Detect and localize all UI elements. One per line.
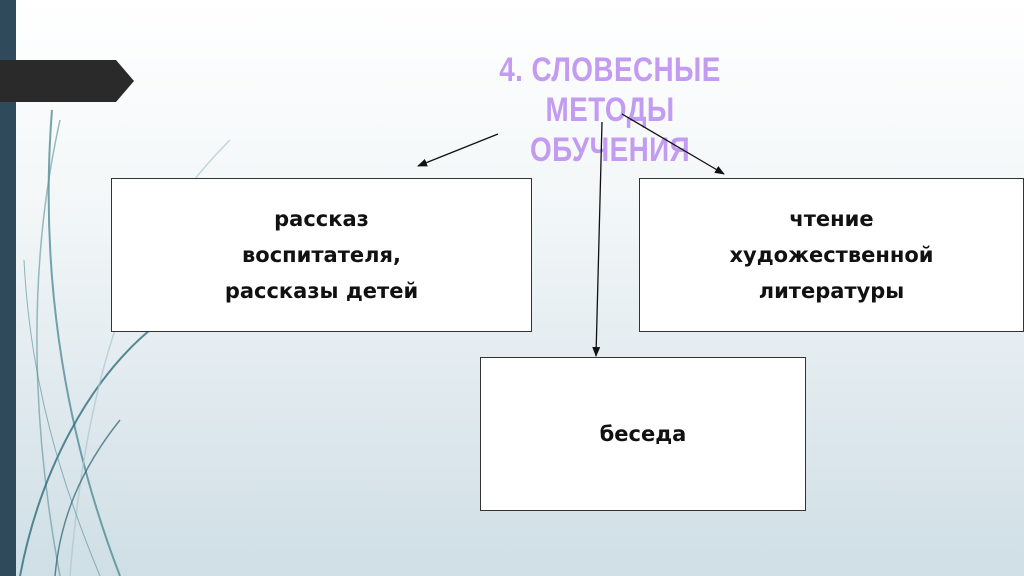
box-bottom-line-1: беседа (599, 422, 687, 446)
method-box-reading-text: чтение художественной литературы (729, 201, 933, 309)
box-left-line-1: рассказ (274, 207, 369, 231)
theme-left-bar (0, 0, 16, 576)
box-right-line-3: литературы (758, 279, 905, 303)
title-line-2: МЕТОДЫ ОБУЧЕНИЯ (529, 91, 691, 169)
theme-title-tab (0, 60, 134, 102)
slide-title: 4. СЛОВЕСНЫЕ МЕТОДЫ ОБУЧЕНИЯ (462, 50, 757, 170)
method-box-story-text: рассказ воспитателя, рассказы детей (225, 201, 418, 309)
title-line-1: 4. СЛОВЕСНЫЕ (499, 51, 721, 89)
decor-curve-1 (47, 109, 121, 576)
box-right-line-1: чтение (789, 207, 874, 231)
box-left-line-3: рассказы детей (224, 279, 419, 303)
method-box-reading: чтение художественной литературы (639, 178, 1024, 332)
method-box-conversation-text: беседа (600, 416, 687, 452)
decor-curve-5 (23, 259, 101, 576)
decor-curve-2 (36, 119, 61, 576)
method-box-story: рассказ воспитателя, рассказы детей (111, 178, 532, 332)
box-left-line-2: воспитателя, (241, 243, 401, 267)
method-box-conversation: беседа (480, 357, 806, 511)
decor-curve-6 (54, 419, 121, 576)
decor-curve-3 (19, 329, 151, 576)
box-right-line-2: художественной (729, 243, 934, 267)
